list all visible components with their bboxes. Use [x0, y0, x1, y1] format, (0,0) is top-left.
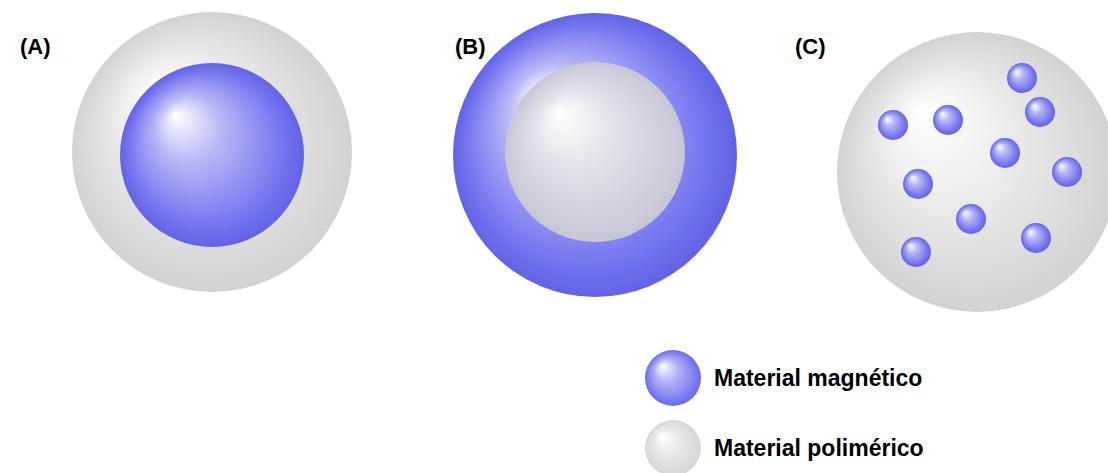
dispersed-particle-c	[837, 32, 1108, 312]
core-shell-particle-a	[72, 12, 352, 292]
legend-swatch	[644, 419, 702, 473]
legend-swatch	[644, 349, 702, 407]
legend-sample	[645, 350, 701, 406]
core-shell-particle-b	[453, 13, 737, 297]
legend-label: Material polimérico	[714, 437, 924, 460]
panel-letter: (B)	[455, 36, 486, 58]
legend-row: Material magnético	[644, 349, 922, 407]
legend-row: Material polimérico	[644, 419, 924, 473]
panel-letter: (C)	[795, 36, 826, 58]
legend-label: Material magnético	[714, 367, 922, 390]
legend-sample	[645, 420, 701, 473]
panel-letter: (A)	[20, 36, 51, 58]
